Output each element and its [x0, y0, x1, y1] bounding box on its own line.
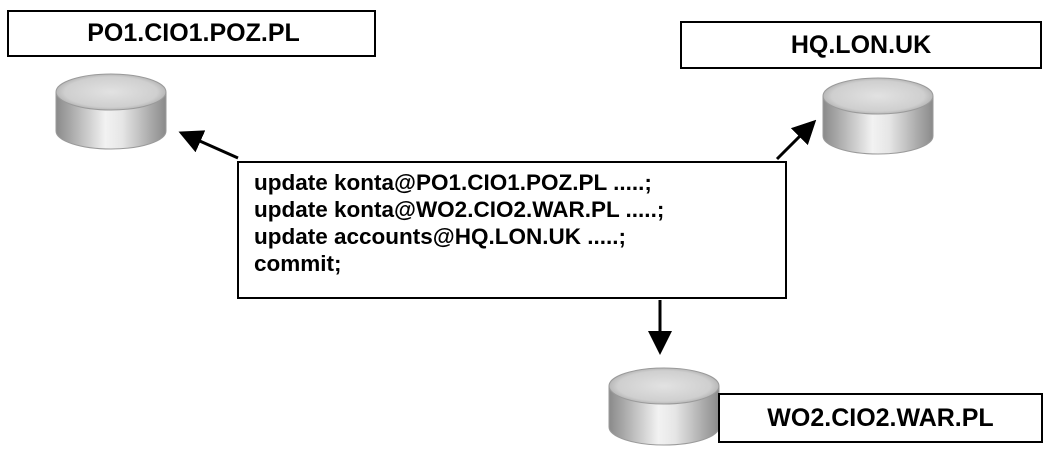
code-line-3: update accounts@HQ.LON.UK .....;	[254, 224, 626, 249]
transaction-code-box: update konta@PO1.CIO1.POZ.PL .....; upda…	[237, 161, 787, 299]
node-label-hq: HQ.LON.UK	[680, 21, 1042, 69]
database-wo2-icon	[608, 367, 720, 446]
code-line-2: update konta@WO2.CIO2.WAR.PL .....;	[254, 197, 665, 222]
node-label-po1-text: PO1.CIO1.POZ.PL	[87, 19, 300, 47]
node-label-wo2: WO2.CIO2.WAR.PL	[718, 393, 1043, 443]
database-po1-icon	[55, 73, 167, 150]
code-line-1: update konta@PO1.CIO1.POZ.PL .....;	[254, 170, 652, 195]
node-label-wo2-text: WO2.CIO2.WAR.PL	[767, 403, 994, 432]
node-label-hq-text: HQ.LON.UK	[790, 30, 932, 59]
code-line-4: commit;	[254, 251, 342, 276]
arrow-to-hq	[775, 119, 817, 161]
arrow-to-po1	[178, 130, 239, 160]
database-hq-icon	[822, 77, 934, 155]
node-label-po1: PO1.CIO1.POZ.PL	[7, 10, 376, 57]
